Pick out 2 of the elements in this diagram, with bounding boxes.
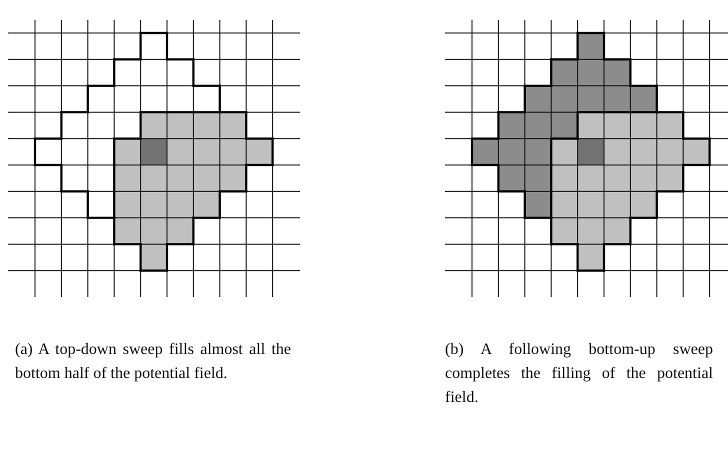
figure-caption: (b) A following bottom-up sweep completes the filling of the potential field. [445, 340, 713, 408]
figure-caption: (a) A top-down sweep fills almost all the bottom half of the potential field. [15, 340, 291, 384]
